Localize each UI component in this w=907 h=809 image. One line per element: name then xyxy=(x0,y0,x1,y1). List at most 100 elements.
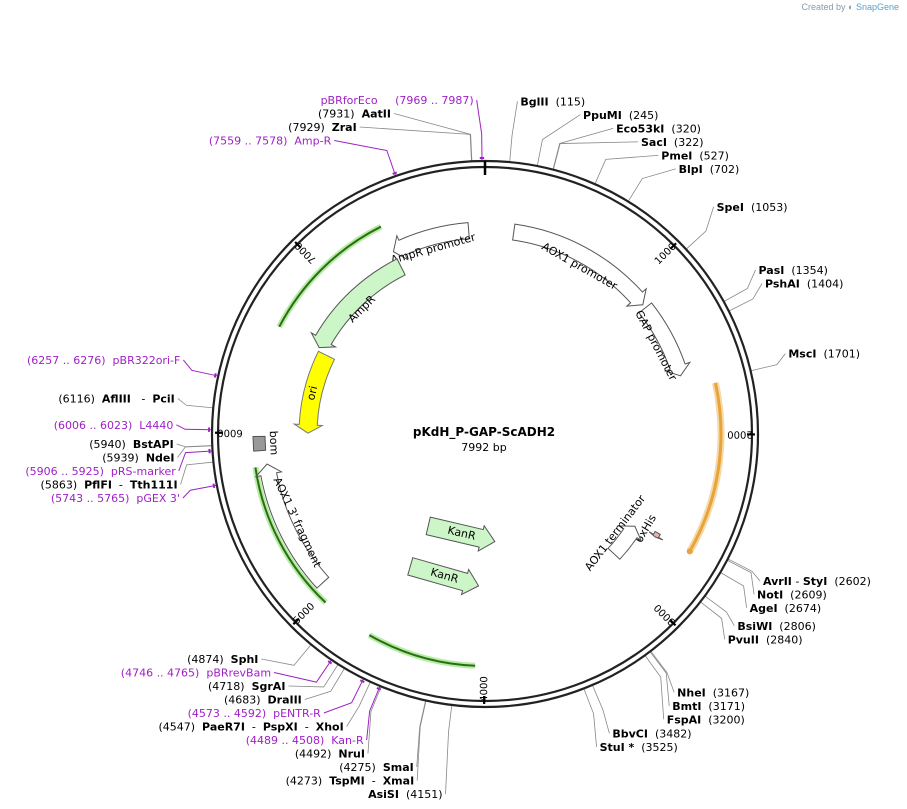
primer-mark xyxy=(359,679,365,684)
enzyme-label[interactable]: (4547) PaeR7I - PspXI - XhoI xyxy=(158,721,343,734)
site-connector xyxy=(367,686,382,754)
primer-mark xyxy=(327,660,333,665)
tick-label: 2000 xyxy=(727,428,752,439)
enzyme-label[interactable]: (4492) NruI xyxy=(295,748,365,761)
site-connector xyxy=(334,140,397,177)
credit-prefix: Created by xyxy=(801,2,846,12)
enzyme-label[interactable]: AgeI (2674) xyxy=(750,602,822,615)
enzyme-label[interactable]: (4273) TspMI - XmaI xyxy=(286,775,415,788)
site-connector xyxy=(416,700,427,781)
primer-label[interactable]: (6006 .. 6023) L4440 xyxy=(54,419,174,432)
site-labels: (7931) AatII(7929) ZraI pBRforEco (7969 .… xyxy=(25,94,871,801)
site-connector xyxy=(476,99,483,162)
enzyme-label[interactable]: SacI (322) xyxy=(641,136,704,149)
primer-label[interactable]: (4489 .. 4508) Kan-R xyxy=(246,734,364,747)
enzyme-label[interactable]: StuI * (3525) xyxy=(600,741,678,754)
plasmid-length: 7992 bp xyxy=(461,441,506,454)
cds-arc xyxy=(254,467,327,604)
primer-mark xyxy=(213,373,217,378)
site-connector xyxy=(304,667,345,700)
primer-label[interactable]: pBRforEco (7969 .. 7987) xyxy=(321,94,474,107)
site-connector xyxy=(178,450,213,472)
credit-brand: SnapGene xyxy=(855,2,899,12)
tick-label: 4000 xyxy=(479,676,490,701)
tick-label: 5000 xyxy=(291,601,317,627)
site-connector xyxy=(720,572,748,608)
primer-label[interactable]: (4746 .. 4765) pBRrevBam xyxy=(121,667,271,680)
feature-aox1-promoter xyxy=(512,223,648,307)
enzyme-label[interactable]: PmeI (527) xyxy=(661,149,729,162)
enzyme-label[interactable]: PpuMI (245) xyxy=(583,109,658,122)
enzyme-label[interactable]: AvrII - StyI (2602) xyxy=(763,575,871,588)
enzyme-label[interactable]: PasI (1354) xyxy=(759,264,828,277)
enzyme-label[interactable]: MscI (1701) xyxy=(788,348,860,361)
cds-arc xyxy=(278,225,382,328)
enzyme-label[interactable]: AsiSI (4151) xyxy=(368,788,442,801)
enzyme-label[interactable]: (4683) DraIII xyxy=(224,694,302,707)
enzyme-label[interactable]: FspAI (3200) xyxy=(667,713,745,726)
enzyme-label[interactable]: NheI (3167) xyxy=(677,686,749,699)
site-connector xyxy=(359,126,472,162)
enzyme-label[interactable]: (7931) AatII xyxy=(318,108,391,121)
primer-label[interactable]: (5906 .. 5925) pRS-marker xyxy=(25,465,176,478)
feature-ori xyxy=(292,350,336,434)
enzyme-label[interactable]: (6116) AflIII - PciI xyxy=(58,392,174,405)
site-connector xyxy=(591,684,610,734)
site-connector xyxy=(182,359,219,377)
site-connector xyxy=(700,601,726,640)
enzyme-label[interactable]: Eco53kI (320) xyxy=(616,122,701,135)
primer-label[interactable]: (7559 .. 7578) Amp-R xyxy=(209,135,332,148)
orf-highlight xyxy=(686,382,725,554)
enzyme-label[interactable]: PshAI (1404) xyxy=(765,277,843,290)
primer-label[interactable]: (5743 .. 5765) pGEX 3' xyxy=(51,492,180,505)
tick-mark xyxy=(669,618,677,627)
site-connector xyxy=(288,663,339,688)
enzyme-label[interactable]: BsiWI (2806) xyxy=(737,620,816,633)
site-connector xyxy=(176,443,213,448)
feature-6xhis xyxy=(648,530,664,541)
site-connector xyxy=(649,651,670,706)
feature-kanr xyxy=(425,516,496,552)
site-connector xyxy=(583,688,597,747)
site-connector xyxy=(393,113,473,162)
enzyme-label[interactable]: (5939) NdeI xyxy=(102,452,174,465)
enzyme-label[interactable]: (4874) SphI xyxy=(187,653,258,666)
site-connector xyxy=(726,559,755,595)
tick-mark xyxy=(294,241,302,249)
enzyme-label[interactable]: NotI (2609) xyxy=(757,588,827,601)
feature-highlight-arcs xyxy=(252,223,725,669)
primer-label[interactable]: (4573 .. 4592) pENTR-R xyxy=(188,707,322,720)
enzyme-label[interactable]: (5863) PflFI - Tth111I xyxy=(41,479,178,492)
primer-mark xyxy=(212,483,216,489)
orf-arc xyxy=(688,382,723,553)
enzyme-label[interactable]: SpeI (1053) xyxy=(717,201,788,214)
enzyme-label[interactable]: PvuII (2840) xyxy=(728,633,803,646)
site-connector xyxy=(445,704,453,795)
feature-label: bom xyxy=(267,430,281,455)
site-connector xyxy=(177,398,214,409)
feature-bom xyxy=(252,435,267,452)
enzyme-label[interactable]: (7929) ZraI xyxy=(288,121,357,134)
feature-gap-promoter xyxy=(638,302,692,377)
enzyme-label[interactable]: BglII (115) xyxy=(520,95,585,108)
feature-kanr xyxy=(407,557,480,596)
site-connector xyxy=(723,269,756,302)
feature-ampr-promoter xyxy=(392,222,470,261)
enzyme-label[interactable]: (5940) BstAPI xyxy=(89,438,173,451)
cds-arc xyxy=(368,634,476,667)
enzyme-label[interactable]: (4718) SgrAI xyxy=(208,680,285,693)
primer-mark xyxy=(392,171,398,175)
enzyme-label[interactable]: BmtI (3171) xyxy=(672,700,745,713)
feature-ampr xyxy=(310,258,406,349)
enzyme-label[interactable]: (4275) SmaI xyxy=(339,761,413,774)
plasmid-name: pKdH_P-GAP-ScADH2 xyxy=(413,425,555,440)
site-connector xyxy=(552,127,614,170)
site-connector xyxy=(728,283,763,312)
site-connector xyxy=(366,685,381,741)
enzyme-label[interactable]: BbvCI (3482) xyxy=(612,727,691,740)
enzyme-label[interactable]: BlpI (702) xyxy=(679,163,740,176)
primer-label[interactable]: (6257 .. 6276) pBR322ori-F xyxy=(27,354,180,367)
cds-highlight xyxy=(367,632,476,669)
